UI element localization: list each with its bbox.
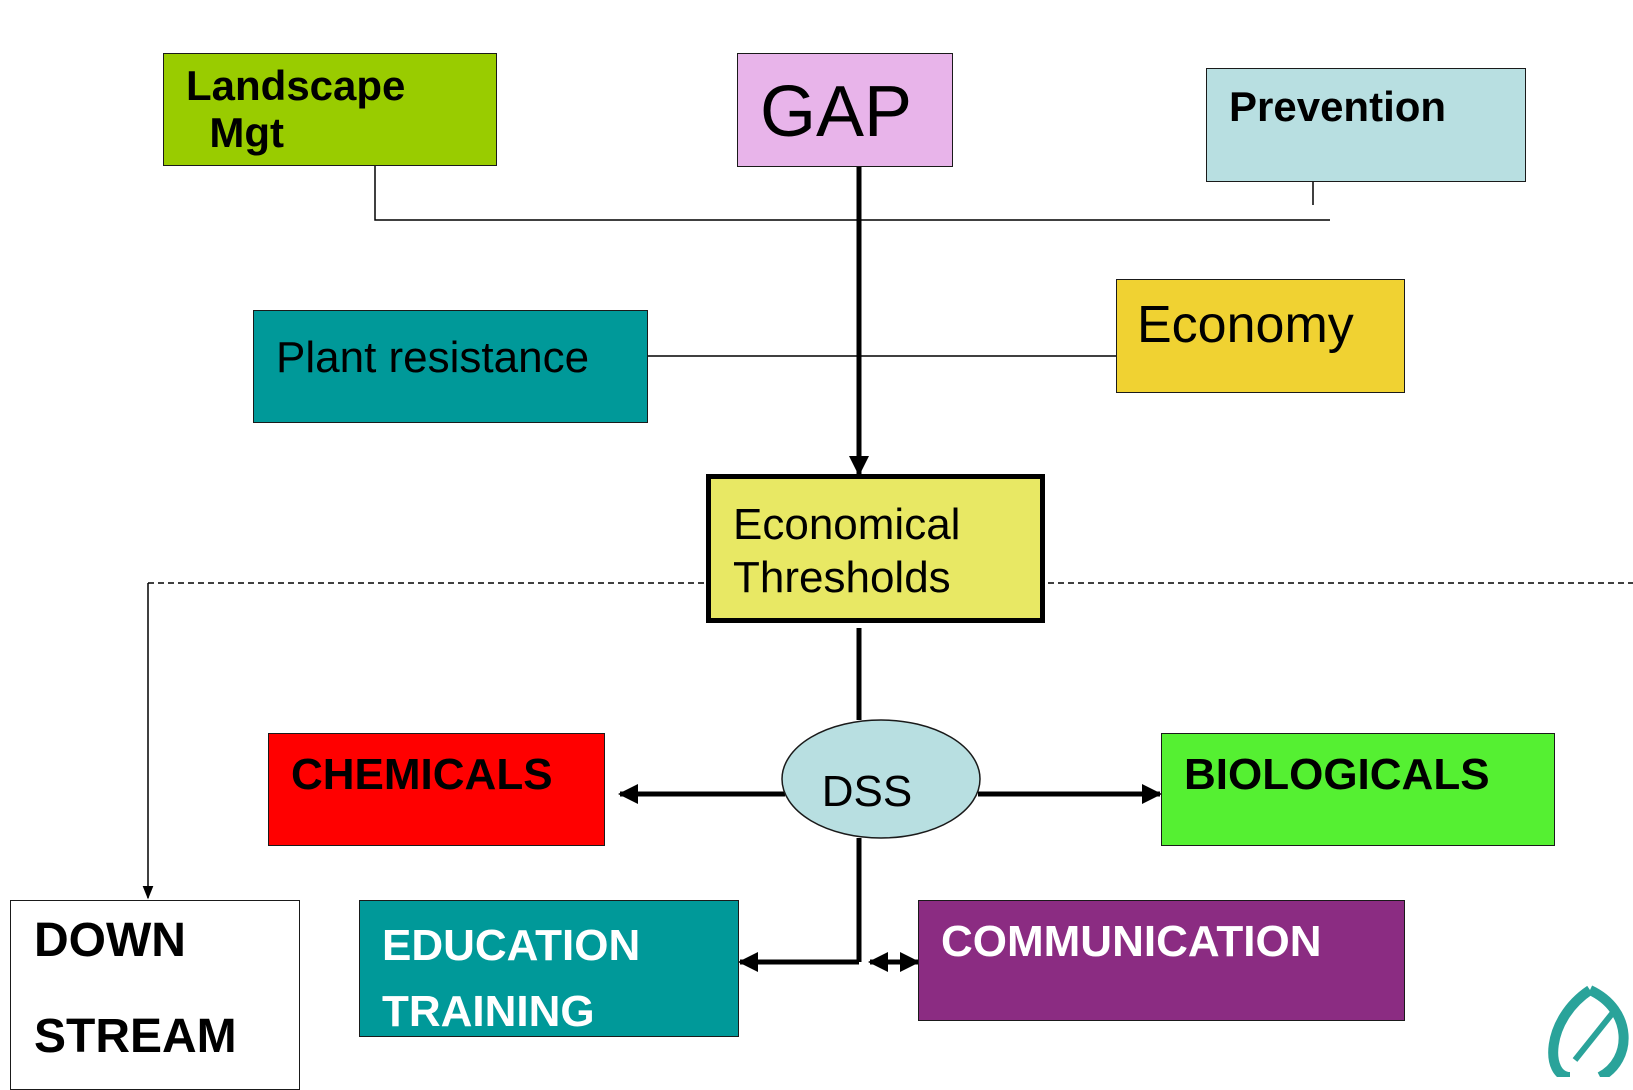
chemicals-node: CHEMICALS	[268, 733, 605, 846]
dss-label: DSS	[822, 767, 912, 816]
biologicals-node: BIOLOGICALS	[1161, 733, 1555, 846]
education-training-node: EDUCATION TRAINING	[359, 900, 739, 1037]
economical-thresholds-label: Economical Thresholds	[733, 500, 961, 602]
landscape-mgt-node: Landscape Mgt	[163, 53, 497, 166]
landscape-prevention-connector	[374, 158, 1330, 221]
economy-node: Economy	[1116, 279, 1405, 393]
dss-node	[781, 719, 981, 839]
prevention-node: Prevention	[1206, 68, 1526, 182]
communication-node: COMMUNICATION	[918, 900, 1405, 1021]
economy-label: Economy	[1137, 296, 1354, 354]
communication-label: COMMUNICATION	[941, 917, 1322, 966]
prevention-label: Prevention	[1229, 83, 1447, 130]
chemicals-label: CHEMICALS	[291, 750, 553, 799]
downstream-node: DOWN STREAM	[10, 900, 300, 1090]
downstream-label: DOWN STREAM	[34, 914, 237, 1063]
plant-resistance-label: Plant resistance	[276, 333, 590, 382]
leaf-logo-icon	[1548, 985, 1629, 1077]
economical-thresholds-node: Economical Thresholds	[706, 474, 1045, 623]
biologicals-label: BIOLOGICALS	[1184, 750, 1490, 799]
landscape-mgt-label: Landscape Mgt	[186, 62, 406, 157]
gap-label: GAP	[760, 72, 913, 152]
gap-node: GAP	[737, 53, 953, 167]
education-training-label: EDUCATION TRAINING	[382, 921, 641, 1036]
plant-resistance-node: Plant resistance	[253, 310, 648, 423]
